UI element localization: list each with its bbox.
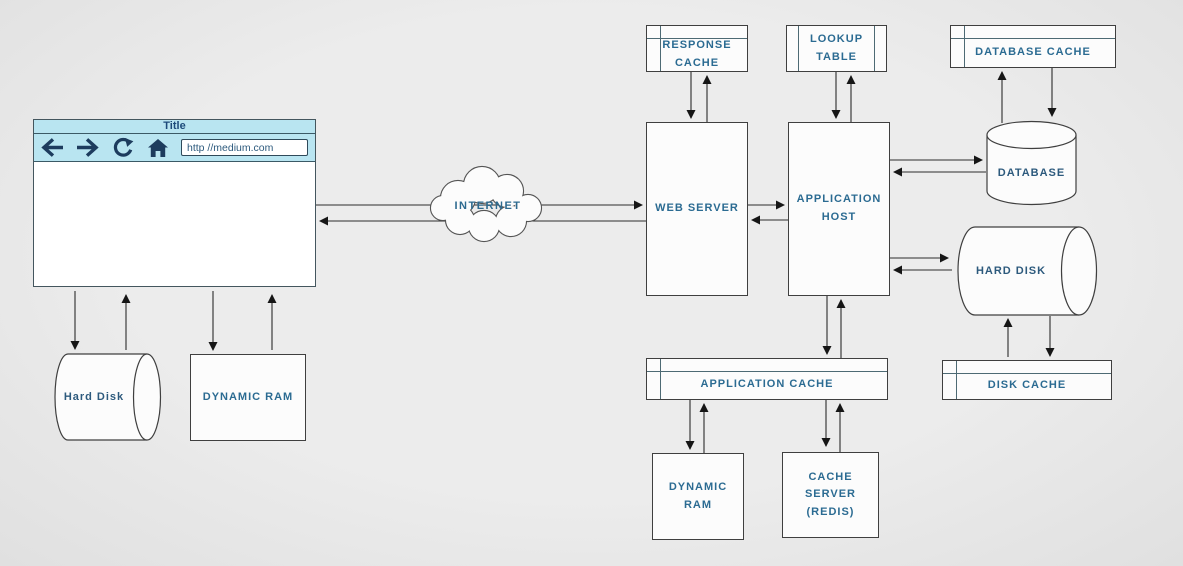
browser-titlebar: Title bbox=[34, 120, 315, 134]
node-label: DISK CACHE bbox=[987, 379, 1067, 392]
node-disk-cache: DISK CACHE bbox=[942, 360, 1112, 400]
node-web-server: WEB SERVER bbox=[646, 122, 748, 296]
browser-title: Title bbox=[163, 120, 186, 132]
node-label: CACHE SERVER (REDIS) bbox=[804, 470, 857, 518]
forward-arrow-icon bbox=[76, 137, 99, 158]
node-database-cache: DATABASE CACHE bbox=[950, 25, 1116, 68]
node-hard-disk-left: Hard Disk bbox=[48, 353, 162, 441]
node-label: DATABASE bbox=[997, 166, 1066, 179]
node-cache-server-redis: CACHE SERVER (REDIS) bbox=[782, 452, 879, 538]
node-dynamic-ram-bottom: DYNAMIC RAM bbox=[652, 453, 744, 540]
browser-toolbar: http //medium.com bbox=[34, 134, 315, 161]
node-label: Hard Disk bbox=[63, 391, 125, 403]
node-hard-disk-right: HARD DISK bbox=[952, 226, 1100, 316]
browser-header: Title http //medium.com bbox=[34, 120, 315, 162]
home-icon bbox=[146, 137, 169, 158]
node-response-cache: RESPONSE CACHE bbox=[646, 25, 748, 72]
node-label: APPLICATION CACHE bbox=[700, 378, 834, 391]
node-database: DATABASE bbox=[986, 120, 1077, 207]
node-label: RESPONSE CACHE bbox=[662, 38, 732, 69]
node-label: HARD DISK bbox=[975, 265, 1047, 277]
node-internet-cloud: INTERNET bbox=[418, 158, 558, 253]
node-label: WEB SERVER bbox=[655, 202, 739, 215]
node-label: APPLICATION HOST bbox=[796, 193, 882, 223]
node-label: INTERNET bbox=[454, 199, 522, 212]
url-bar: http //medium.com bbox=[181, 139, 308, 156]
node-lookup-table: LOOKUP TABLE bbox=[786, 25, 887, 72]
browser-viewport bbox=[34, 162, 315, 286]
node-label: DYNAMIC RAM bbox=[202, 390, 294, 403]
browser-window: Title http //medium.com bbox=[33, 119, 316, 287]
refresh-icon bbox=[111, 137, 134, 158]
node-application-host: APPLICATION HOST bbox=[788, 122, 890, 296]
node-label: DYNAMIC RAM bbox=[668, 480, 728, 511]
node-label: LOOKUP TABLE bbox=[809, 32, 864, 63]
node-dynamic-ram-left: DYNAMIC RAM bbox=[190, 354, 306, 441]
node-label: DATABASE CACHE bbox=[975, 45, 1091, 58]
back-arrow-icon bbox=[41, 137, 64, 158]
node-application-cache: APPLICATION CACHE bbox=[646, 358, 888, 400]
